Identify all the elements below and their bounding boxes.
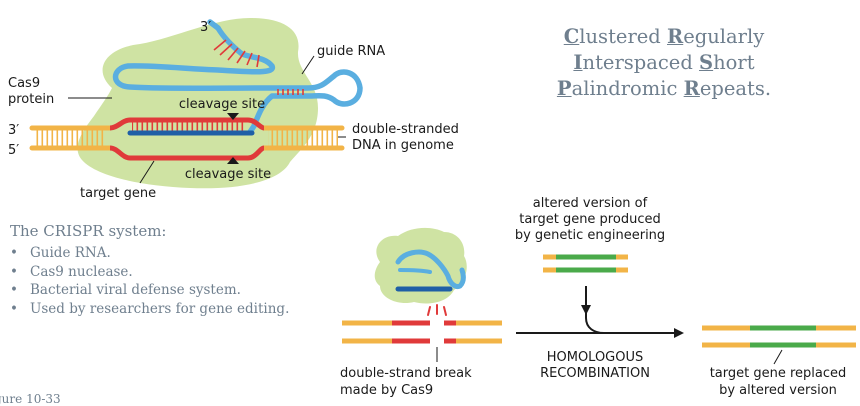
label-ds-break-1: double-strand break <box>340 366 472 381</box>
list-item: Used by researchers for gene editing. <box>8 300 308 319</box>
guide-rna-small-tail <box>398 268 432 274</box>
leader-lines-top <box>68 55 346 184</box>
label-cas9: Cas9 <box>8 76 40 91</box>
figure-number: gure 10-33 <box>0 392 61 406</box>
label-cleavage-site-top: cleavage site <box>179 97 265 112</box>
label-5prime-left: 5′ <box>8 143 19 158</box>
crispr-system-title: The CRISPR system: <box>10 222 167 240</box>
cleavage-marker-top <box>227 113 239 120</box>
crispr-acronym: Clustered Regularly Interspaced Short Pa… <box>528 24 800 102</box>
break-marks <box>427 304 447 316</box>
label-target-gene: target gene <box>80 186 156 201</box>
cas9-small-blob <box>374 227 467 304</box>
acronym-line-1: Clustered Regularly <box>528 24 800 50</box>
acr-rest: nterspaced <box>582 51 700 74</box>
dsdna-genome <box>29 117 345 161</box>
label-altered-2: target gene produced <box>519 212 660 227</box>
leader-line-replaced <box>773 349 783 365</box>
label-double-stranded: double-stranded <box>352 122 459 137</box>
cleavage-marker-bottom <box>227 157 239 164</box>
label-cleavage-site-bottom: cleavage site <box>185 167 271 182</box>
label-altered-1: altered version of <box>533 196 648 211</box>
guide-rna-strand <box>112 25 363 135</box>
replaced-dna <box>702 325 856 348</box>
guide-rna-tail <box>207 19 221 31</box>
list-item: Cas9 nuclease. <box>8 263 308 282</box>
acr-initial-c: C <box>563 25 580 48</box>
acr-rest: epeats. <box>699 77 772 100</box>
label-recombination: RECOMBINATION <box>540 366 650 381</box>
acr-initial-p: P <box>556 77 572 100</box>
acr-initial-s: S <box>699 51 714 74</box>
acr-initial-r2: R <box>683 77 700 100</box>
label-homologous: HOMOLOGOUS <box>547 350 644 365</box>
acr-rest: alindromic <box>571 77 684 100</box>
label-3prime-top: 3′ <box>200 20 211 35</box>
arrow-head-right <box>674 328 684 338</box>
guide-rna-small <box>395 249 466 289</box>
acr-initial-r: R <box>667 25 684 48</box>
crispr-system-list: Guide RNA. Cas9 nuclease. Bacterial vira… <box>8 244 308 318</box>
acr-rest: hort <box>713 51 755 74</box>
altered-dna <box>543 254 628 273</box>
acronym-line-3: Palindromic Repeats. <box>528 76 800 102</box>
broken-dna <box>342 320 502 344</box>
acronym-line-2: Interspaced Short <box>528 50 800 76</box>
label-altered-3: by genetic engineering <box>515 228 665 243</box>
label-dna-in-genome: DNA in genome <box>352 138 454 153</box>
label-guide-rna: guide RNA <box>317 44 385 59</box>
label-replaced-1: target gene replaced <box>710 366 847 381</box>
list-item: Guide RNA. <box>8 244 308 263</box>
label-ds-break-2: made by Cas9 <box>340 383 433 398</box>
label-3prime-left: 3′ <box>8 123 19 138</box>
label-replaced-2: by altered version <box>719 383 837 398</box>
list-item: Bacterial viral defense system. <box>8 281 308 300</box>
guide-rna-rungs <box>213 39 304 95</box>
acr-initial-i: I <box>573 51 583 74</box>
acr-rest: lustered <box>579 25 667 48</box>
arrow-head-down <box>581 305 591 315</box>
label-protein: protein <box>8 92 54 107</box>
acr-rest: egularly <box>683 25 765 48</box>
